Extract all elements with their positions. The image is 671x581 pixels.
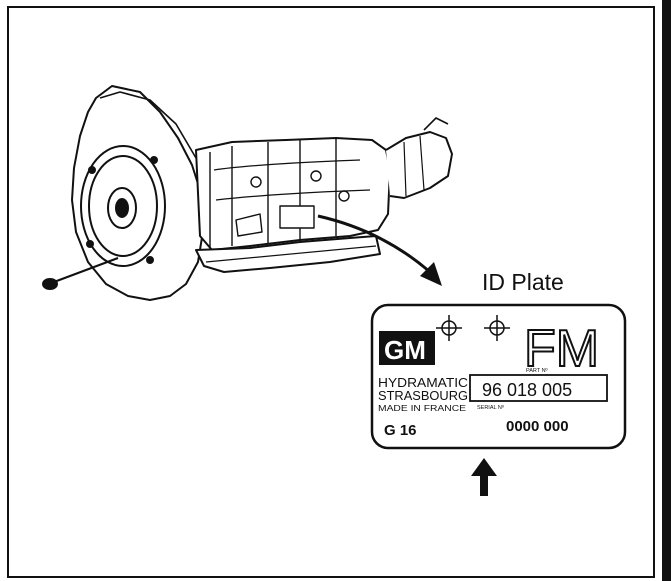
target-mark-right-icon <box>484 315 510 341</box>
gm-logo-box <box>379 331 435 365</box>
id-plate: GM FM HYDRAMATIC STRASBOURG MADE IN FRAN… <box>370 303 627 450</box>
part-number-label: PART Nº <box>526 367 548 374</box>
transmission-illustration <box>42 85 453 301</box>
maker-line-2: STRASBOURG <box>378 389 468 403</box>
up-arrow-icon <box>471 458 497 496</box>
serial-number-label: SERIAL Nº <box>477 404 504 411</box>
figure-label: ID Plate <box>482 269 564 295</box>
maker-line-1: HYDRAMATIC <box>378 376 468 390</box>
gm-logo: GM <box>384 335 426 365</box>
target-mark-left-icon <box>436 315 462 341</box>
serial-number: 0000 000 <box>506 418 569 435</box>
part-number-box <box>469 374 608 402</box>
plate-code: FM <box>524 320 599 378</box>
pointer-curved-arrow <box>317 214 442 286</box>
part-number: 96 018 005 <box>482 380 572 400</box>
page-edge-bar <box>662 0 671 581</box>
maker-line-3: MADE IN FRANCE <box>378 404 466 413</box>
model-code: G 16 <box>384 422 417 439</box>
